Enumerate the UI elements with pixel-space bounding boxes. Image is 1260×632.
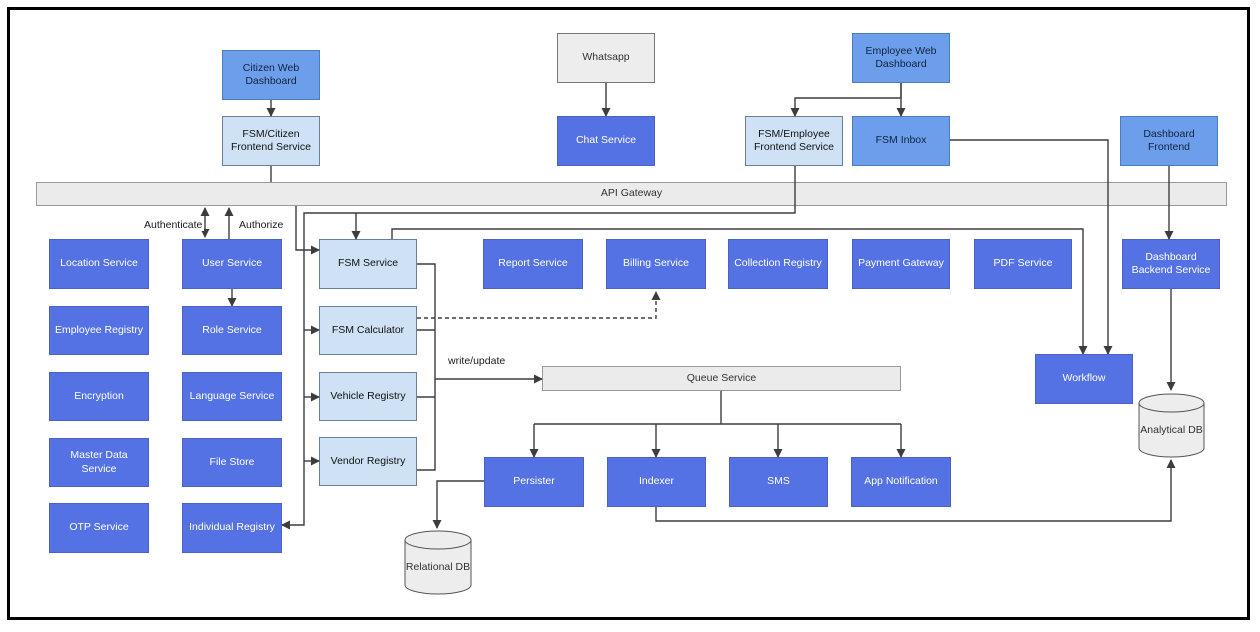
connector-api-gateway-to-fsm-service xyxy=(295,206,320,255)
node-label: PDF Service xyxy=(993,257,1053,270)
connector-fsm-calculator-to-billing-service xyxy=(417,291,661,319)
node-label: Indexer xyxy=(638,475,675,488)
node-label: Citizen Web Dashboard xyxy=(242,61,300,87)
dashboard-backend-service-node: Dashboard Backend Service xyxy=(1122,239,1220,289)
node-label: Report Service xyxy=(498,257,568,270)
node-label: Dashboard Frontend xyxy=(1143,127,1195,153)
connector-fsm-service-to-right-trunk xyxy=(417,263,436,471)
user-service-node: User Service xyxy=(182,239,282,289)
vehicle-registry-node: Vehicle Registry xyxy=(319,372,417,421)
node-label: Chat Service xyxy=(575,134,637,147)
vendor-registry-node: Vendor Registry xyxy=(319,437,417,486)
node-label: Encryption xyxy=(74,389,124,402)
node-label: Vendor Registry xyxy=(330,454,406,467)
fsm-citizen-frontend-service-node: FSM/Citizen Frontend Service xyxy=(222,116,320,166)
node-label: Queue Service xyxy=(686,371,757,384)
node-label: Master Data Service xyxy=(70,449,128,475)
node-label: API Gateway xyxy=(600,187,663,200)
report-service-node: Report Service xyxy=(483,239,583,289)
node-label: Analytical DB xyxy=(1140,423,1203,436)
connector-employee-web-dashboard-to-fsm-employee-frontend-service xyxy=(790,83,902,117)
node-label: Workflow xyxy=(1062,372,1106,385)
whatsapp-node: Whatsapp xyxy=(557,33,655,83)
master-data-service-node: Master Data Service xyxy=(49,438,149,487)
indexer-node: Indexer xyxy=(607,457,706,507)
billing-service-node: Billing Service xyxy=(606,239,706,289)
database-cylinder-icon xyxy=(1138,393,1205,458)
node-label: FSM Calculator xyxy=(331,323,405,336)
node-label: User Service xyxy=(201,257,263,270)
node-label: Individual Registry xyxy=(189,521,275,534)
node-label: App Notification xyxy=(864,475,938,488)
file-store-node: File Store xyxy=(182,438,282,487)
node-label: Persister xyxy=(513,475,555,488)
node-label: FSM Inbox xyxy=(875,134,927,147)
edge-label-authorize: Authorize xyxy=(237,219,286,231)
app-notification-node: App Notification xyxy=(851,457,951,507)
workflow-node: Workflow xyxy=(1035,354,1133,404)
node-label: FSM Service xyxy=(337,257,399,270)
node-label: Employee Web Dashboard xyxy=(865,44,937,70)
pdf-service-node: PDF Service xyxy=(974,239,1072,289)
persister-node: Persister xyxy=(484,457,584,507)
node-label: OTP Service xyxy=(69,521,129,534)
node-label: FSM/Employee Frontend Service xyxy=(754,127,834,153)
chat-service-node: Chat Service xyxy=(557,116,655,166)
edge-label-authenticate: Authenticate xyxy=(142,219,205,231)
location-service-node: Location Service xyxy=(49,239,149,289)
queue-service-node: Queue Service xyxy=(542,366,901,391)
node-label: FSM/Citizen Frontend Service xyxy=(231,127,311,153)
node-label: Billing Service xyxy=(623,257,689,270)
node-label: Role Service xyxy=(202,323,262,336)
node-label: Payment Gateway xyxy=(858,257,944,270)
node-label: Whatsapp xyxy=(582,51,630,64)
node-label: SMS xyxy=(767,475,790,488)
node-label: Language Service xyxy=(189,389,275,402)
node-label: Location Service xyxy=(60,257,138,270)
otp-service-node: OTP Service xyxy=(49,503,149,553)
database-cylinder-icon xyxy=(404,530,472,595)
employee-web-dashboard-node: Employee Web Dashboard xyxy=(852,33,950,83)
dashboard-frontend-node: Dashboard Frontend xyxy=(1120,116,1218,166)
node-label: Employee Registry xyxy=(54,323,144,336)
edge-label-write-update: write/update xyxy=(446,355,508,367)
encryption-node: Encryption xyxy=(49,372,149,421)
fsm-service-node: FSM Service xyxy=(319,239,417,289)
payment-gateway-node: Payment Gateway xyxy=(852,239,950,289)
fsm-employee-frontend-service-node: FSM/Employee Frontend Service xyxy=(745,116,843,166)
citizen-web-dashboard-node: Citizen Web Dashboard xyxy=(222,50,320,100)
node-label: File Store xyxy=(209,455,255,468)
node-label: Collection Registry xyxy=(734,257,822,270)
relational-db-node: Relational DB xyxy=(404,530,472,595)
employee-registry-node: Employee Registry xyxy=(49,306,149,355)
api-gateway-node: API Gateway xyxy=(36,182,1227,206)
node-label: Vehicle Registry xyxy=(330,389,406,402)
fsm-inbox-node: FSM Inbox xyxy=(852,116,950,166)
node-label: Relational DB xyxy=(405,560,471,573)
sms-node: SMS xyxy=(729,457,828,507)
role-service-node: Role Service xyxy=(182,306,282,355)
fsm-calculator-node: FSM Calculator xyxy=(319,306,417,355)
collection-registry-node: Collection Registry xyxy=(728,239,828,289)
language-service-node: Language Service xyxy=(182,372,282,421)
analytical-db-node: Analytical DB xyxy=(1138,393,1205,458)
connector-persister-to-relational-db xyxy=(432,480,484,529)
individual-registry-node: Individual Registry xyxy=(182,503,282,553)
node-label: Dashboard Backend Service xyxy=(1131,250,1211,276)
